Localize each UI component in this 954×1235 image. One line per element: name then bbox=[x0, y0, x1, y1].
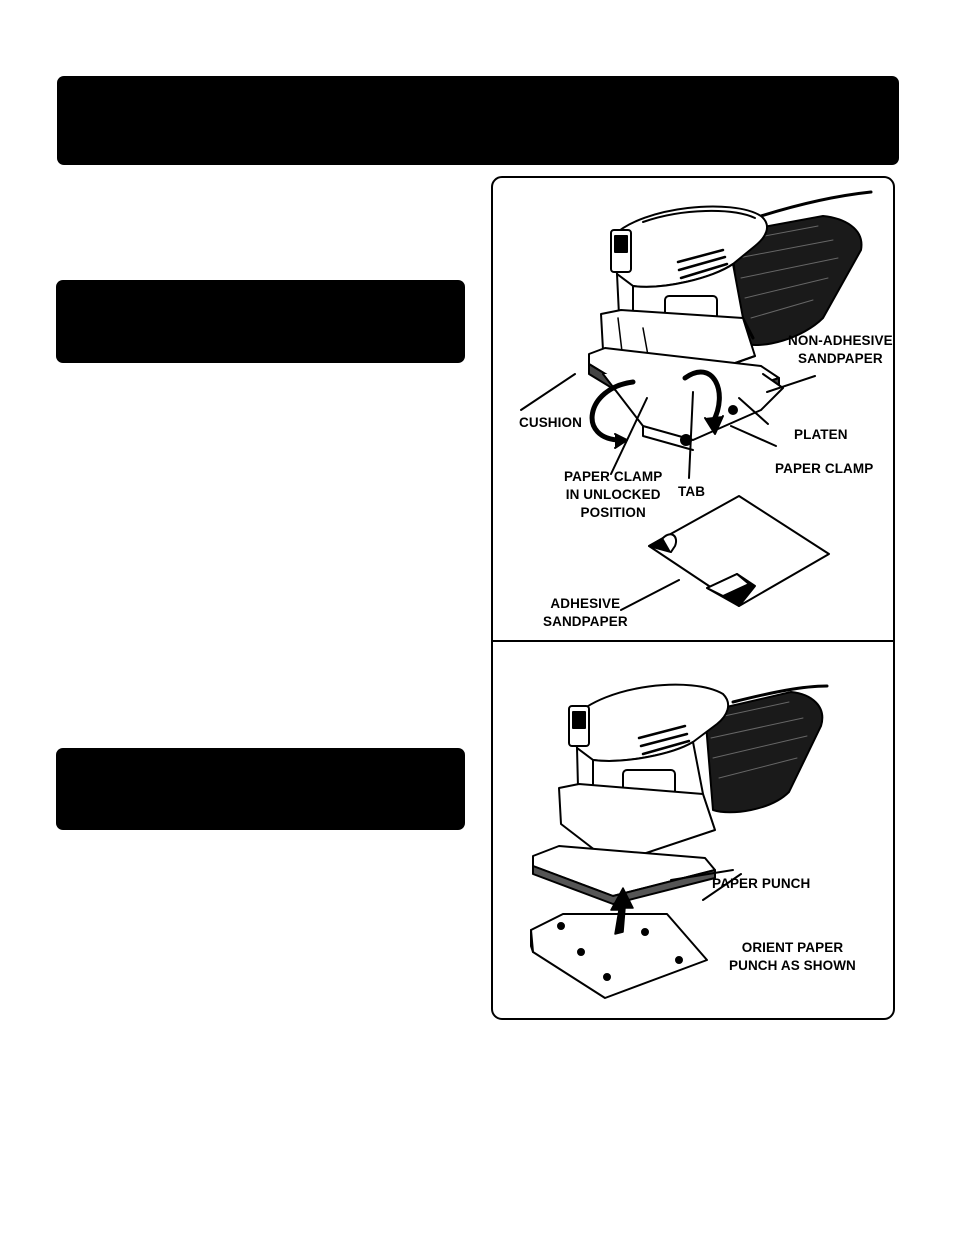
label-adhesive-sandpaper-text: ADHESIVE SANDPAPER bbox=[543, 596, 628, 629]
section-heading-bar-1 bbox=[56, 280, 465, 363]
sander-clamp-illustration bbox=[520, 190, 873, 611]
figure-frame bbox=[491, 176, 895, 1020]
label-paper-clamp-unlocked: PAPER CLAMP IN UNLOCKED POSITION bbox=[564, 468, 662, 522]
label-non-adhesive-sandpaper: NON-ADHESIVE SANDPAPER bbox=[788, 332, 893, 368]
label-cushion: CUSHION bbox=[519, 415, 582, 430]
label-non-adhesive-sandpaper-text: NON-ADHESIVE SANDPAPER bbox=[788, 333, 893, 366]
label-orient-paper-punch-text: ORIENT PAPER PUNCH AS SHOWN bbox=[729, 940, 856, 973]
label-platen: PLATEN bbox=[794, 427, 848, 442]
label-paper-clamp: PAPER CLAMP bbox=[775, 461, 874, 476]
paper-punch-illustration bbox=[530, 683, 829, 999]
label-tab: TAB bbox=[678, 484, 706, 499]
label-paper-clamp-unlocked-text: PAPER CLAMP IN UNLOCKED POSITION bbox=[564, 469, 663, 520]
label-paper-punch: PAPER PUNCH bbox=[712, 876, 811, 891]
figure-divider bbox=[493, 640, 893, 642]
section-heading-bar-2 bbox=[56, 748, 465, 830]
label-adhesive-sandpaper: ADHESIVE SANDPAPER bbox=[543, 595, 628, 631]
header-bar bbox=[57, 76, 899, 165]
label-orient-paper-punch: ORIENT PAPER PUNCH AS SHOWN bbox=[729, 939, 856, 975]
